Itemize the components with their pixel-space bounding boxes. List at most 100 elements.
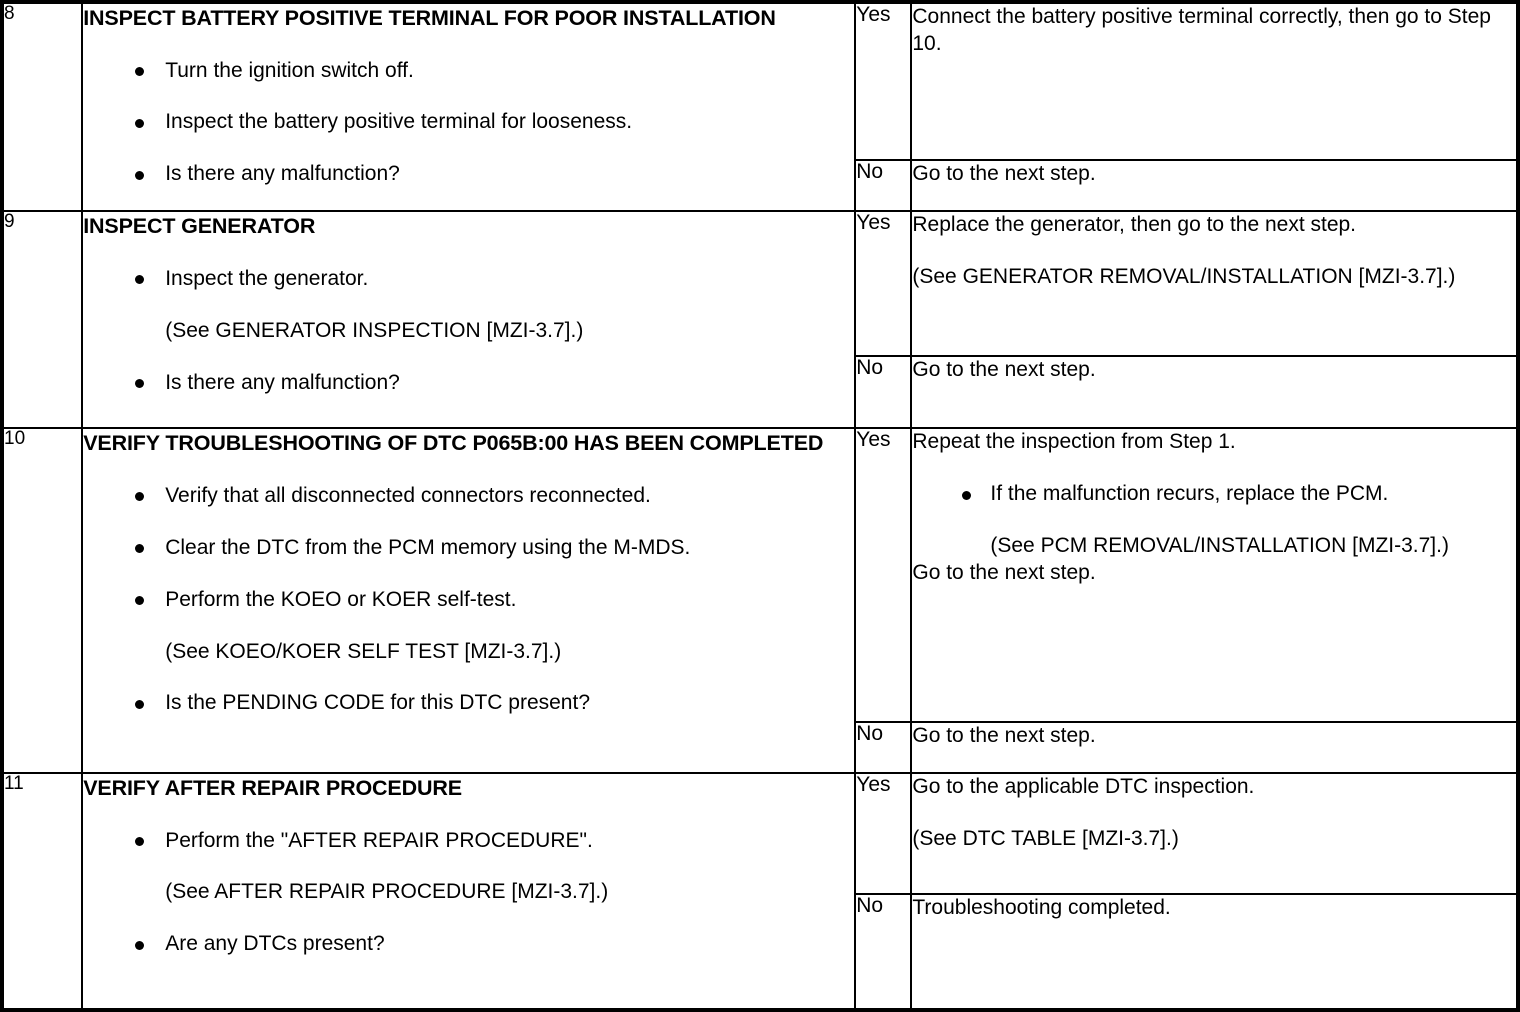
table-row: No Go to the next step. (2, 158, 1519, 213)
bullet-icon (135, 378, 145, 388)
action-text: Repeat the inspection from Step 1. (912, 430, 1236, 454)
result-yes-label-cell: Yes (854, 427, 913, 724)
list-item-note: (See KOEO/KOER SELF TEST [MZI-3.7].) (165, 639, 562, 663)
result-no-label: No (856, 356, 884, 380)
list-item-label: Clear the DTC from the PCM memory using … (165, 535, 691, 559)
list-item: Perform the KOEO or KOER self-test. (83, 587, 854, 614)
action-title: INSPECT GENERATOR (83, 214, 316, 239)
action-yes-cell: Repeat the inspection from Step 1. If th… (910, 427, 1519, 724)
bullet-icon (135, 940, 145, 950)
list-item: Inspect the battery positive terminal fo… (83, 109, 854, 136)
bullet-icon (135, 170, 145, 180)
list-item-label: Inspect the battery positive terminal fo… (165, 110, 633, 134)
result-yes-label: Yes (856, 772, 891, 796)
step-number-cell: 10 (0, 427, 84, 774)
bullet-icon (135, 544, 145, 554)
action-yes-cell: Replace the generator, then go to the ne… (910, 210, 1519, 358)
list-item: Is the PENDING CODE for this DTC present… (83, 690, 854, 717)
table-row: No Go to the next step. (2, 721, 1519, 774)
list-item: Perform the "AFTER REPAIR PROCEDURE". (83, 828, 854, 855)
step-number: 10 (4, 428, 26, 450)
action-item-list: Verify that all disconnected connectors … (83, 483, 854, 717)
list-item-label: Inspect the generator. (165, 266, 369, 290)
action-text: Troubleshooting completed. (912, 895, 1171, 919)
list-item: Clear the DTC from the PCM memory using … (83, 535, 854, 562)
result-yes-label-cell: Yes (854, 771, 913, 895)
action-text: Replace the generator, then go to the ne… (912, 213, 1357, 237)
action-no-cell: Go to the next step. (910, 721, 1519, 774)
table-row: No Go to the next step. (2, 355, 1519, 430)
list-item: Inspect the generator. (83, 266, 854, 293)
action-sub-item: If the malfunction recurs, replace the P… (912, 481, 1516, 508)
table-row: 11 VERIFY AFTER REPAIR PROCEDURE Perform… (0, 771, 1519, 1012)
result-yes-label: Yes (856, 428, 891, 452)
step-number-cell: 9 (0, 210, 84, 430)
inspection-action-cell: INSPECT GENERATOR Inspect the generator.… (81, 210, 857, 430)
result-no-label-cell: No (854, 158, 913, 213)
bullet-icon (135, 492, 145, 502)
result-yes-label-cell: Yes (854, 1, 913, 161)
result-yes-label-cell: Yes (854, 210, 913, 358)
table-row: 10 VERIFY TROUBLESHOOTING OF DTC P065B:0… (0, 427, 1519, 774)
bullet-icon (135, 836, 145, 846)
table-row: 9 INSPECT GENERATOR Inspect the generato… (0, 210, 1519, 430)
list-item-note: (See GENERATOR INSPECTION [MZI-3.7].) (165, 318, 584, 342)
action-no-cell: Troubleshooting completed. (910, 892, 1519, 1012)
list-item-label: Are any DTCs present? (165, 932, 385, 956)
action-reference: (See PCM REMOVAL/INSTALLATION [MZI-3.7].… (990, 534, 1449, 558)
result-no-label-cell: No (854, 892, 913, 1012)
action-text: Go to the next step. (912, 561, 1096, 585)
inspection-action-cell: INSPECT BATTERY POSITIVE TERMINAL FOR PO… (81, 0, 857, 213)
inspection-action-cell: VERIFY AFTER REPAIR PROCEDURE Perform th… (81, 771, 857, 1012)
step-number-cell: 8 (0, 0, 84, 213)
list-item: Is there any malfunction? (83, 161, 854, 188)
step-number: 11 (4, 772, 24, 794)
action-sub-item-label: If the malfunction recurs, replace the P… (990, 482, 1389, 506)
list-item-label: Perform the KOEO or KOER self-test. (165, 587, 517, 611)
result-no-label-cell: No (854, 721, 913, 774)
action-yes-cell: Connect the battery positive terminal co… (910, 1, 1519, 161)
list-item-label: Turn the ignition switch off. (165, 58, 414, 82)
action-text: Go to the next step. (912, 162, 1096, 185)
list-item-label: Perform the "AFTER REPAIR PROCEDURE". (165, 828, 593, 852)
action-item-list: Perform the "AFTER REPAIR PROCEDURE". (S… (83, 828, 854, 959)
action-text: Go to the next step. (912, 724, 1096, 748)
action-title: VERIFY AFTER REPAIR PROCEDURE (83, 775, 462, 800)
action-text: Go to the applicable DTC inspection. (912, 774, 1255, 798)
list-item: Are any DTCs present? (83, 931, 854, 958)
action-item-list: Turn the ignition switch off. Inspect th… (83, 58, 854, 189)
list-item-label: Is there any malfunction? (165, 162, 400, 186)
table-row: 8 INSPECT BATTERY POSITIVE TERMINAL FOR … (0, 0, 1519, 213)
result-no-label-cell: No (854, 355, 913, 430)
action-title: INSPECT BATTERY POSITIVE TERMINAL FOR PO… (83, 6, 776, 30)
list-item: Turn the ignition switch off. (83, 58, 854, 85)
list-item: Is there any malfunction? (83, 370, 854, 397)
step-number-cell: 11 (0, 771, 84, 1012)
list-item-label: Verify that all disconnected connectors … (165, 483, 651, 507)
bullet-icon (135, 595, 145, 605)
result-yes-label: Yes (856, 3, 891, 26)
bullet-icon (135, 118, 145, 128)
inspection-action-cell: VERIFY TROUBLESHOOTING OF DTC P065B:00 H… (81, 427, 857, 774)
action-reference: (See GENERATOR REMOVAL/INSTALLATION [MZI… (912, 265, 1456, 289)
result-no-label: No (856, 893, 884, 917)
list-item-note: (See AFTER REPAIR PROCEDURE [MZI-3.7].) (165, 880, 609, 904)
table-row: No Troubleshooting completed. (2, 892, 1519, 1012)
action-no-cell: Go to the next step. (910, 355, 1519, 430)
action-reference: (See DTC TABLE [MZI-3.7].) (912, 826, 1179, 850)
bullet-icon (135, 66, 145, 76)
result-no-label: No (856, 160, 884, 183)
action-yes-cell: Go to the applicable DTC inspection. (Se… (910, 771, 1519, 895)
result-no-label: No (856, 722, 884, 746)
bullet-icon (962, 490, 972, 500)
step-number: 8 (4, 3, 15, 24)
result-yes-label: Yes (856, 211, 891, 235)
list-item-label: Is there any malfunction? (165, 370, 400, 394)
action-no-cell: Go to the next step. (910, 158, 1519, 213)
action-title: VERIFY TROUBLESHOOTING OF DTC P065B:00 H… (83, 431, 824, 456)
bullet-icon (135, 699, 145, 709)
action-item-list: Inspect the generator. (See GENERATOR IN… (83, 266, 854, 397)
step-number: 9 (4, 211, 15, 233)
